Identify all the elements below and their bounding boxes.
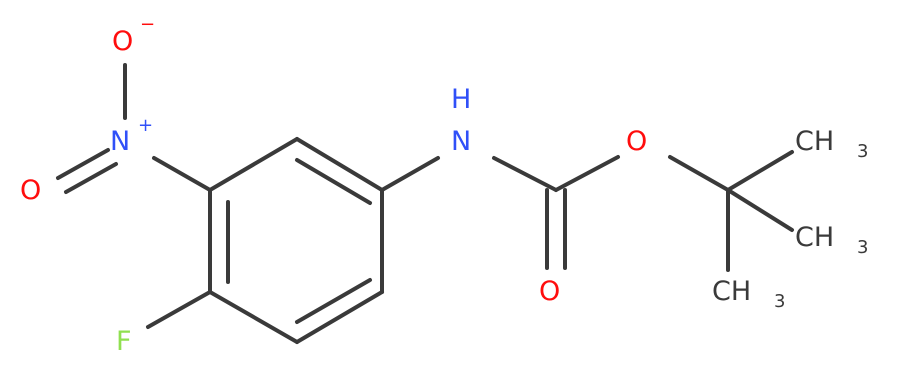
ring-bond-c3-c3-inner bbox=[295, 158, 372, 205]
atom-fluorine: F bbox=[116, 326, 132, 357]
atom-labels: O − N + O F H N O O CH 3 CH 3 CH 3 bbox=[20, 14, 868, 357]
bond-cq-ch3-top bbox=[726, 150, 794, 192]
ring-bond-c4-c5-inner bbox=[295, 278, 372, 324]
bond-c1-nnitro bbox=[152, 156, 212, 192]
bond-c6-f bbox=[146, 290, 212, 329]
atom-ch3-top: CH bbox=[795, 126, 834, 157]
atom-ch3-bot: CH bbox=[712, 276, 751, 307]
bond-nnitro-onitro-a bbox=[56, 148, 110, 180]
atom-o-nitro: O bbox=[20, 175, 41, 206]
ring-bond-c1-c2 bbox=[208, 137, 299, 192]
ring-bond-c5-c6 bbox=[208, 290, 299, 344]
bonds bbox=[56, 63, 794, 344]
atom-nh-h: H bbox=[451, 84, 471, 115]
ring-bond-c2-c3 bbox=[295, 137, 384, 192]
bond-ccarbonyl-oester bbox=[554, 155, 620, 192]
bond-oester-cq bbox=[668, 155, 730, 192]
atom-n-nitro: N bbox=[110, 126, 130, 157]
bond-c3-nh bbox=[380, 156, 440, 192]
atom-ch3-mid-sub: 3 bbox=[857, 237, 868, 258]
atom-ch3-mid: CH bbox=[795, 222, 834, 253]
atom-o-minus: O bbox=[112, 26, 133, 57]
ring-bond-c4-c5 bbox=[295, 290, 384, 344]
atom-ch3-top-sub: 3 bbox=[857, 141, 868, 162]
bond-nnitro-onitro-b bbox=[64, 162, 118, 194]
atom-n-nitro-charge: + bbox=[138, 115, 153, 136]
atom-ch3-bot-sub: 3 bbox=[774, 291, 785, 312]
bond-nh-ccarbonyl bbox=[492, 156, 558, 192]
atom-o-minus-charge: − bbox=[140, 14, 155, 35]
bond-cq-ch3-mid bbox=[726, 188, 794, 232]
atom-o-ester: O bbox=[626, 126, 647, 157]
atom-nh-n: N bbox=[451, 126, 471, 157]
atom-o-carbonyl: O bbox=[539, 276, 560, 307]
